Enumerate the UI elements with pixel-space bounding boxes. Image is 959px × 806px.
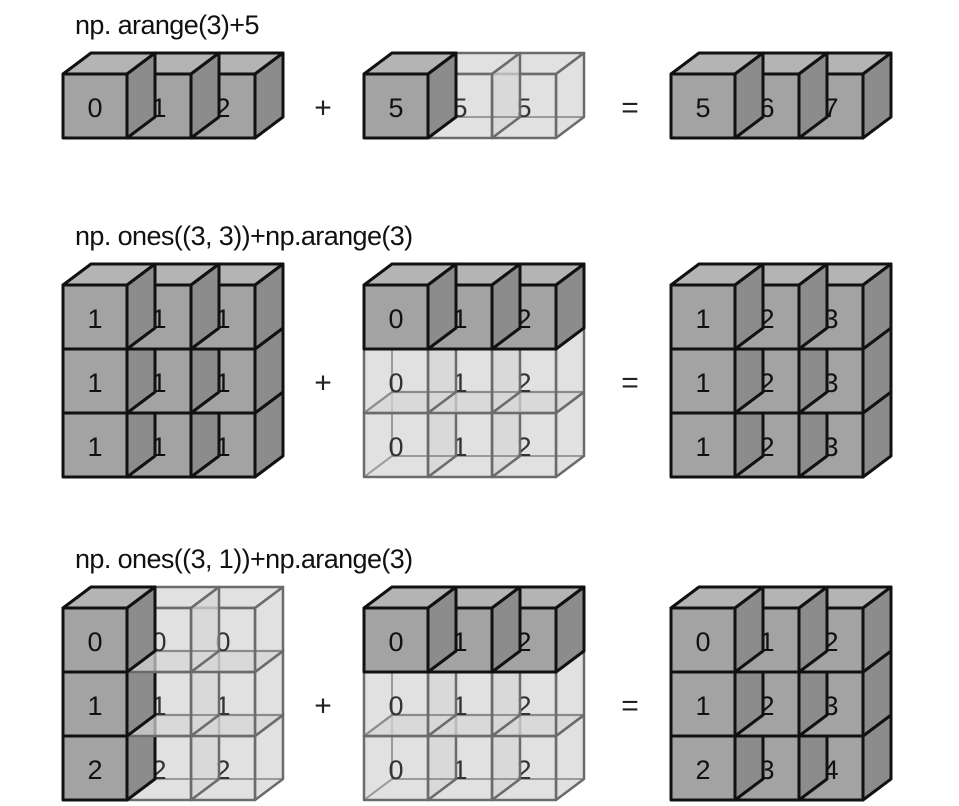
cube-value: 1: [87, 304, 102, 334]
example-row-3: np. ones((3, 1))+np.arange(3)22211100021…: [61, 544, 893, 802]
cube: 1: [669, 262, 765, 351]
cube-value: 0: [388, 432, 403, 462]
equals-operator: =: [621, 367, 639, 400]
cube: 5: [669, 51, 765, 140]
cube: 0: [362, 262, 458, 351]
cube-front-face: [669, 283, 737, 351]
equals-operator: =: [621, 92, 639, 125]
cube-front-face: [61, 411, 129, 479]
cube-value: 1: [87, 432, 102, 462]
cube-value: 1: [87, 691, 102, 721]
cube-front-face: [669, 734, 737, 802]
cube-front-face: [362, 72, 430, 140]
cube-front-face: [61, 72, 129, 140]
operand-b-array: 555: [362, 51, 586, 140]
cube-value: 0: [87, 627, 102, 657]
example-caption: np. arange(3)+5: [75, 10, 259, 40]
cube-front-face: [362, 734, 430, 802]
cube-front-face: [669, 670, 737, 738]
cube-value: 0: [388, 755, 403, 785]
cube-front-face: [61, 734, 129, 802]
cube-front-face: [362, 411, 430, 479]
cube: 0: [61, 585, 157, 674]
plus-operator: +: [314, 690, 332, 723]
cube: 5: [362, 51, 458, 140]
result-array: 765: [669, 51, 893, 140]
plus-operator: +: [314, 367, 332, 400]
cube-front-face: [669, 606, 737, 674]
cube-front-face: [61, 283, 129, 351]
example-caption: np. ones((3, 1))+np.arange(3): [75, 544, 413, 574]
example-row-1: np. arange(3)+5 210 555 765 + =: [61, 10, 893, 140]
cube-value: 1: [695, 691, 710, 721]
cube-value: 0: [695, 627, 710, 657]
equals-operator: =: [621, 690, 639, 723]
cube-front-face: [61, 670, 129, 738]
plus-operator: +: [314, 92, 332, 125]
cube-value: 0: [388, 691, 403, 721]
cube-value: 1: [87, 368, 102, 398]
cube-front-face: [362, 670, 430, 738]
cube-front-face: [362, 606, 430, 674]
cube-front-face: [362, 347, 430, 415]
cube-value: 1: [695, 304, 710, 334]
cube-value: 2: [695, 755, 710, 785]
cube: 0: [362, 585, 458, 674]
cube-value: 2: [87, 755, 102, 785]
cube-value: 0: [87, 93, 102, 123]
example-caption: np. ones((3, 3))+np.arange(3): [75, 221, 413, 251]
cube: 0: [669, 585, 765, 674]
cube-front-face: [669, 411, 737, 479]
example-row-2: np. ones((3, 3))+np.arange(3)11111111121…: [61, 221, 893, 479]
cube-front-face: [669, 72, 737, 140]
cube-value: 1: [695, 432, 710, 462]
cube: 0: [61, 51, 157, 140]
cube-front-face: [362, 283, 430, 351]
operand-a-array: 210: [61, 51, 285, 140]
cube-value: 0: [388, 304, 403, 334]
cube-value: 0: [388, 627, 403, 657]
cube: 1: [61, 262, 157, 351]
cube-value: 5: [695, 93, 710, 123]
cube-front-face: [61, 606, 129, 674]
cube-value: 0: [388, 368, 403, 398]
cube-value: 5: [388, 93, 403, 123]
cube-value: 1: [695, 368, 710, 398]
